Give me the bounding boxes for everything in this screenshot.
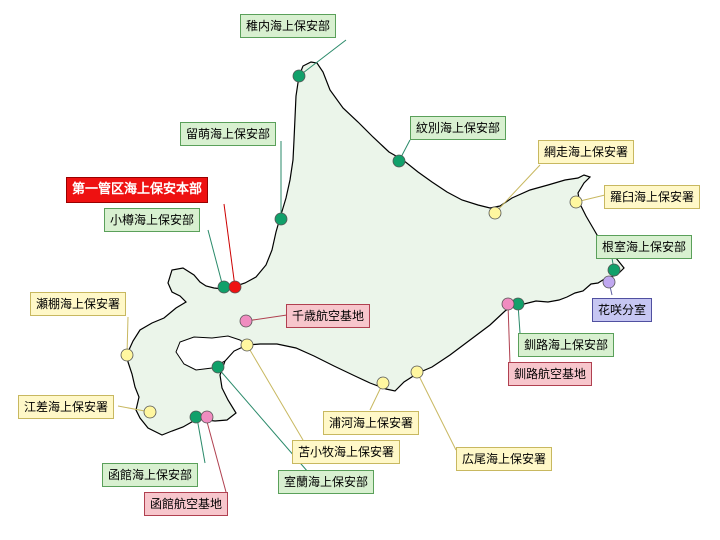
marker-rausu bbox=[569, 195, 583, 209]
label-nemuro: 根室海上保安部 bbox=[596, 235, 693, 259]
label-hiroo: 広尾海上保安署 bbox=[456, 447, 553, 471]
label-monbetsu: 紋別海上保安部 bbox=[410, 116, 507, 140]
marker-nemuro bbox=[607, 263, 621, 277]
label-chitose: 千歳航空基地 bbox=[286, 304, 371, 328]
label-rumoi: 留萌海上保安部 bbox=[180, 122, 277, 146]
label-kushiro-air: 釧路航空基地 bbox=[508, 362, 593, 386]
marker-hanasaki bbox=[602, 275, 616, 289]
marker-monbetsu bbox=[392, 154, 406, 168]
label-hakodate: 函館海上保安部 bbox=[102, 463, 199, 487]
marker-otaru bbox=[217, 280, 231, 294]
label-hq: 第一管区海上保安本部 bbox=[66, 177, 209, 203]
marker-hakodate-air bbox=[200, 410, 214, 424]
marker-wakkanai bbox=[292, 69, 306, 83]
label-hanasaki: 花咲分室 bbox=[592, 298, 653, 322]
label-tomakomai: 苫小牧海上保安署 bbox=[292, 440, 401, 464]
marker-kushiro-air bbox=[501, 297, 515, 311]
marker-hq bbox=[228, 280, 242, 294]
label-urakawa: 浦河海上保安署 bbox=[323, 411, 420, 435]
label-muroran: 室蘭海上保安部 bbox=[278, 470, 375, 494]
label-hakodate-air: 函館航空基地 bbox=[144, 492, 229, 516]
marker-muroran bbox=[211, 360, 225, 374]
label-otaru: 小樽海上保安部 bbox=[104, 208, 201, 232]
label-esashi: 江差海上保安署 bbox=[18, 395, 115, 419]
label-wakkanai: 稚内海上保安部 bbox=[240, 14, 337, 38]
label-rausu: 羅臼海上保安署 bbox=[604, 185, 701, 209]
label-setana: 瀬棚海上保安署 bbox=[30, 292, 127, 316]
marker-hakodate bbox=[189, 410, 203, 424]
marker-hiroo bbox=[410, 365, 424, 379]
marker-urakawa bbox=[376, 376, 390, 390]
label-kushiro: 釧路海上保安部 bbox=[518, 333, 615, 357]
markers bbox=[120, 69, 621, 424]
marker-chitose bbox=[239, 314, 253, 328]
marker-setana bbox=[120, 348, 134, 362]
marker-abashiri bbox=[488, 206, 502, 220]
marker-esashi bbox=[143, 405, 157, 419]
uchiura-bay bbox=[175, 335, 248, 371]
marker-rumoi bbox=[274, 212, 288, 226]
marker-tomakomai bbox=[240, 338, 254, 352]
label-abashiri: 網走海上保安署 bbox=[538, 140, 635, 164]
